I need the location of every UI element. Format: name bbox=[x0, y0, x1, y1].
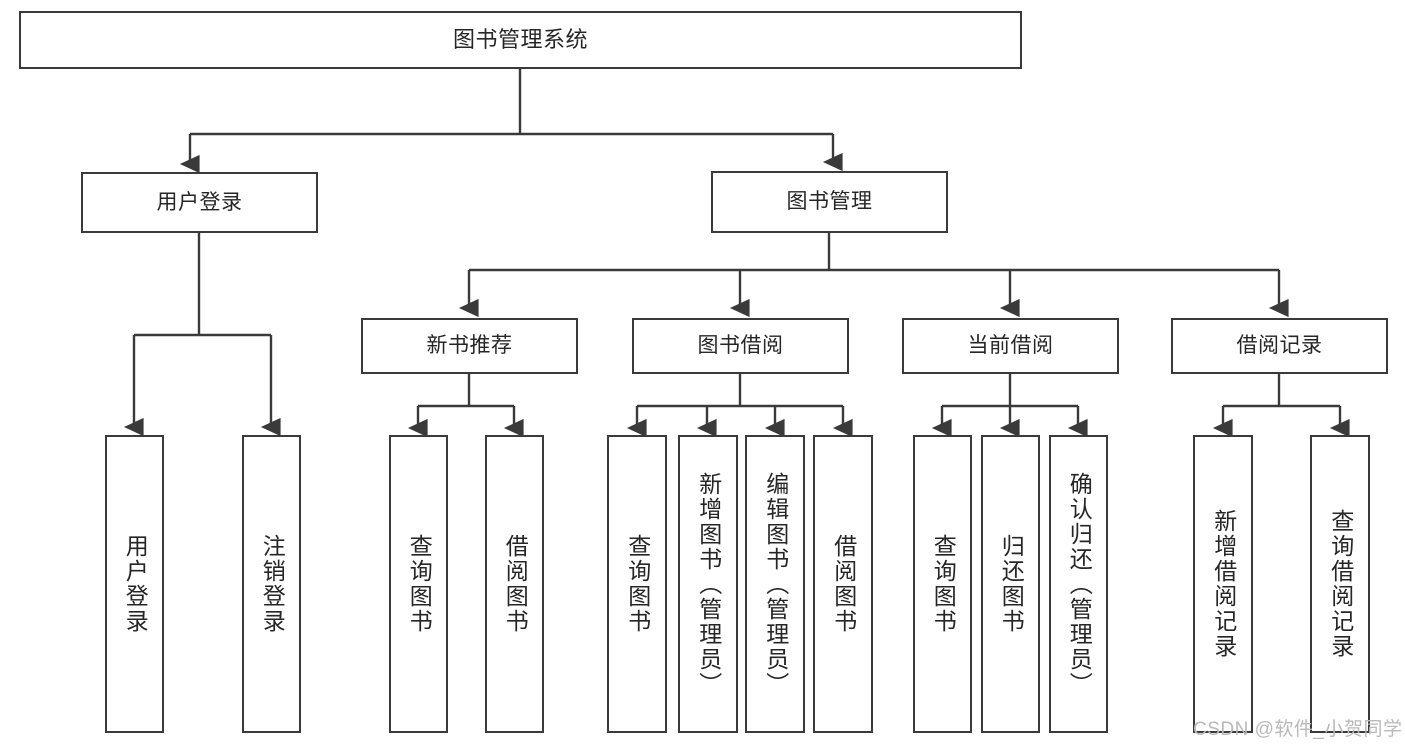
node-label: 查询图书 bbox=[624, 534, 651, 634]
node-leaf-query-book-current[interactable]: 查询图书 bbox=[913, 435, 972, 733]
node-label: 查询借阅记录 bbox=[1327, 509, 1354, 659]
node-label: 查询图书 bbox=[930, 534, 957, 634]
node-label: 编辑图书（管理员） bbox=[762, 471, 789, 697]
node-label: 用户登录 bbox=[122, 534, 149, 634]
node-root-book-management-system[interactable]: 图书管理系统 bbox=[19, 11, 1022, 69]
node-label: 注销登录 bbox=[259, 534, 286, 634]
node-label: 图书管理系统 bbox=[452, 26, 588, 52]
node-user-login[interactable]: 用户登录 bbox=[81, 172, 318, 233]
node-label: 用户登录 bbox=[156, 190, 243, 214]
node-leaf-confirm-return-admin[interactable]: 确认归还（管理员） bbox=[1049, 435, 1108, 733]
node-book-management[interactable]: 图书管理 bbox=[711, 171, 948, 233]
node-leaf-return-book[interactable]: 归还图书 bbox=[981, 435, 1040, 733]
node-borrowing-records[interactable]: 借阅记录 bbox=[1171, 318, 1388, 374]
node-label: 图书借阅 bbox=[697, 334, 784, 358]
node-leaf-borrow-book-recommend[interactable]: 借阅图书 bbox=[485, 435, 544, 733]
node-label: 借阅图书 bbox=[502, 534, 529, 634]
csdn-watermark: CSDN @软件_小贺同学 bbox=[1193, 719, 1403, 740]
node-leaf-query-borrow-record[interactable]: 查询借阅记录 bbox=[1310, 435, 1370, 733]
node-label: 借阅图书 bbox=[830, 534, 857, 634]
node-leaf-user-login[interactable]: 用户登录 bbox=[105, 435, 164, 733]
node-label: 新增图书（管理员） bbox=[695, 471, 722, 697]
node-current-borrowing[interactable]: 当前借阅 bbox=[902, 318, 1119, 374]
node-new-book-recommendation[interactable]: 新书推荐 bbox=[361, 318, 578, 374]
node-leaf-borrow-book[interactable]: 借阅图书 bbox=[813, 435, 873, 733]
node-leaf-logout[interactable]: 注销登录 bbox=[242, 435, 301, 733]
node-label: 图书管理 bbox=[786, 190, 873, 214]
node-leaf-query-book-recommend[interactable]: 查询图书 bbox=[389, 435, 448, 733]
node-leaf-add-borrow-record[interactable]: 新增借阅记录 bbox=[1193, 435, 1253, 733]
node-label: 当前借阅 bbox=[967, 334, 1054, 358]
node-label: 查询图书 bbox=[406, 534, 433, 634]
node-label: 新书推荐 bbox=[426, 334, 513, 358]
node-label: 归还图书 bbox=[998, 534, 1025, 634]
node-leaf-add-book-admin[interactable]: 新增图书（管理员） bbox=[678, 435, 738, 733]
node-label: 新增借阅记录 bbox=[1210, 509, 1237, 659]
node-label: 借阅记录 bbox=[1236, 334, 1323, 358]
node-leaf-query-book-borrow[interactable]: 查询图书 bbox=[607, 435, 667, 733]
node-book-borrowing[interactable]: 图书借阅 bbox=[632, 318, 849, 374]
node-label: 确认归还（管理员） bbox=[1066, 471, 1093, 697]
node-leaf-edit-book-admin[interactable]: 编辑图书（管理员） bbox=[745, 435, 805, 733]
